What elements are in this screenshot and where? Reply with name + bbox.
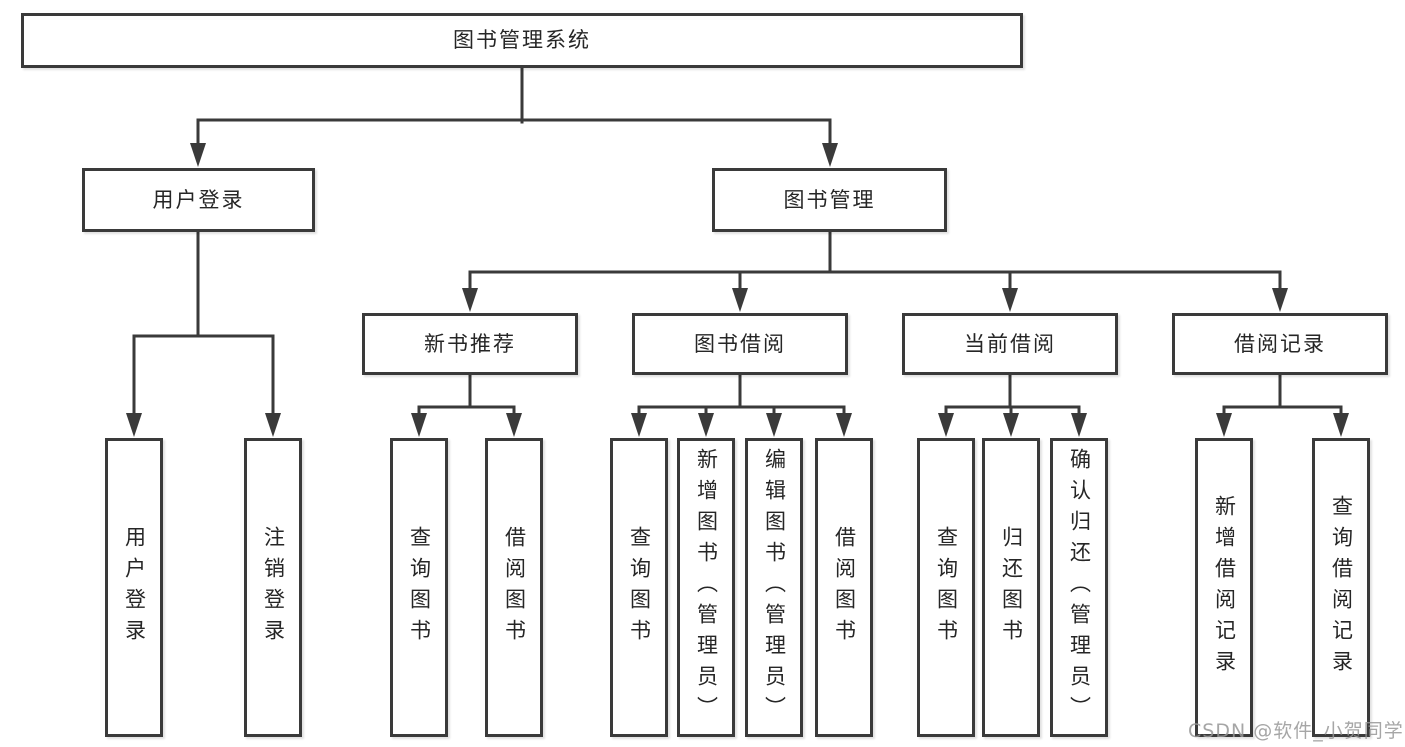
leaf-query-borrow-record: 查询借阅记录 [1312,438,1370,737]
leaf-edit-books-admin: 编辑图书（管理员） [745,438,803,737]
node-system-root: 图书管理系统 [21,13,1023,68]
leaf-add-borrow-record: 新增借阅记录 [1195,438,1253,737]
arrow-down-icon [1333,413,1349,437]
arrow-down-icon [732,288,748,312]
arrow-down-icon [462,288,478,312]
leaf-borrow-books-recommend: 借阅图书 [485,438,543,737]
leaf-logout: 注销登录 [244,438,302,737]
leaf-confirm-return-admin: 确认归还（管理员） [1050,438,1108,737]
arrow-down-icon [766,413,782,437]
leaf-add-books-admin: 新增图书（管理员） [677,438,735,737]
leaf-query-books-current: 查询图书 [917,438,975,737]
tree-edges [132,66,1343,418]
leaf-user-login: 用户登录 [105,438,163,737]
arrow-down-icon [126,413,142,437]
arrow-down-icon [190,143,206,167]
node-new-book-recommend: 新书推荐 [362,313,578,375]
node-book-borrow: 图书借阅 [632,313,848,375]
node-book-management: 图书管理 [712,168,947,232]
leaf-query-books-borrow: 查询图书 [610,438,668,737]
leaf-borrow-books: 借阅图书 [815,438,873,737]
arrow-down-icon [836,413,852,437]
arrow-down-icon [411,413,427,437]
arrow-down-icon [1071,413,1087,437]
node-user-login: 用户登录 [82,168,315,232]
arrow-down-icon [1003,413,1019,437]
watermark: CSDN @软件_小贺同学 [1188,720,1404,742]
arrow-down-icon [265,413,281,437]
arrowheads [126,143,1349,437]
arrow-down-icon [1216,413,1232,437]
node-current-borrow: 当前借阅 [902,313,1118,375]
leaf-return-books: 归还图书 [982,438,1040,737]
arrow-down-icon [506,413,522,437]
node-borrow-records: 借阅记录 [1172,313,1388,375]
arrow-down-icon [631,413,647,437]
arrow-down-icon [698,413,714,437]
arrow-down-icon [1002,288,1018,312]
arrow-down-icon [938,413,954,437]
arrow-down-icon [822,143,838,167]
arrow-down-icon [1272,288,1288,312]
leaf-query-books-recommend: 查询图书 [390,438,448,737]
